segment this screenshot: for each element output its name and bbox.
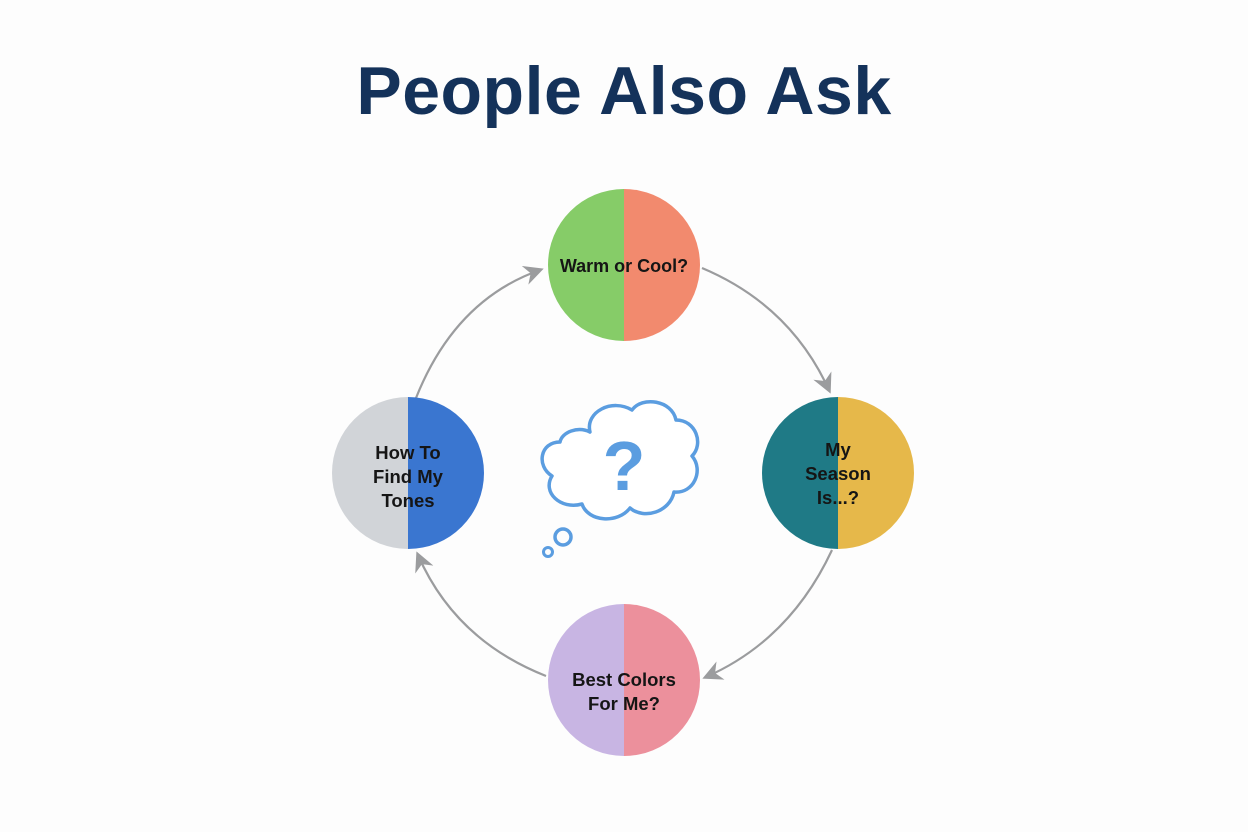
node-label-right: My Season Is...? — [763, 437, 913, 511]
label-line: For Me? — [588, 693, 660, 714]
node-label-left: How To Find My Tones — [333, 440, 483, 514]
node-label-top: Warm or Cool? — [549, 253, 699, 279]
arrow-bottom-to-left — [415, 551, 547, 678]
svg-text:?: ? — [603, 427, 646, 505]
label-line: How To — [375, 442, 441, 463]
label-line: Season — [805, 463, 871, 484]
arrow-right-to-bottom — [702, 549, 833, 680]
thought-bubble-question-icon: ? — [540, 400, 700, 558]
page-title: People Also Ask — [356, 53, 892, 129]
arrow-left-to-top — [414, 265, 544, 399]
label-line: Is...? — [816, 487, 860, 508]
label-line: Best Colors — [572, 669, 676, 690]
label-line: Warm or Cool? — [559, 256, 689, 276]
label-line: My — [825, 439, 851, 460]
label-line: Tones — [381, 490, 435, 511]
arrow-top-to-right — [701, 266, 832, 394]
label-line: Find My — [373, 466, 443, 487]
node-label-bottom: Best Colors For Me? — [549, 667, 699, 717]
